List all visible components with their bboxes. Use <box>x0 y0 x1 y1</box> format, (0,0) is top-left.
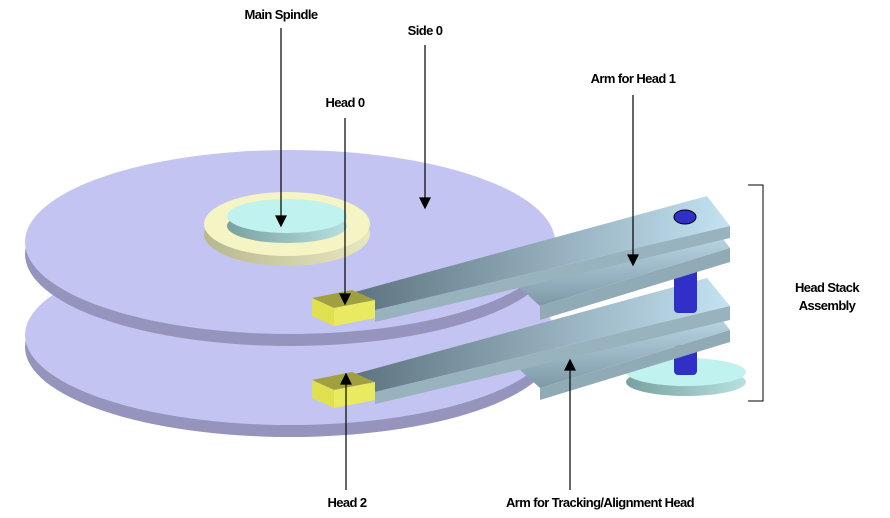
pillar-upper <box>674 268 697 313</box>
arrow-head0 <box>339 118 351 306</box>
arrow-head2 <box>340 372 352 490</box>
label-hsa-line2: Assembly <box>798 298 856 313</box>
main-spindle <box>204 192 370 266</box>
label-head2: Head 2 <box>327 495 367 510</box>
arrow-arm-head1 <box>627 95 639 267</box>
arm-head-1 <box>312 196 730 326</box>
label-head0: Head 0 <box>325 95 365 110</box>
label-arm-tracking: Arm for Tracking/Alignment Head <box>506 495 695 510</box>
arm-tracking-alignment <box>312 278 730 408</box>
arrow-main-spindle <box>275 28 287 228</box>
arrow-side0 <box>419 45 431 210</box>
label-head-stack-assembly: Head Stack Assembly <box>794 279 860 315</box>
head-stack-bracket <box>748 184 764 402</box>
label-side0: Side 0 <box>407 23 443 38</box>
label-main-spindle: Main Spindle <box>244 7 319 22</box>
label-arm-head1: Arm for Head 1 <box>590 71 676 86</box>
label-hsa-line1: Head Stack <box>794 280 860 295</box>
arrow-arm-tracking <box>564 358 576 490</box>
